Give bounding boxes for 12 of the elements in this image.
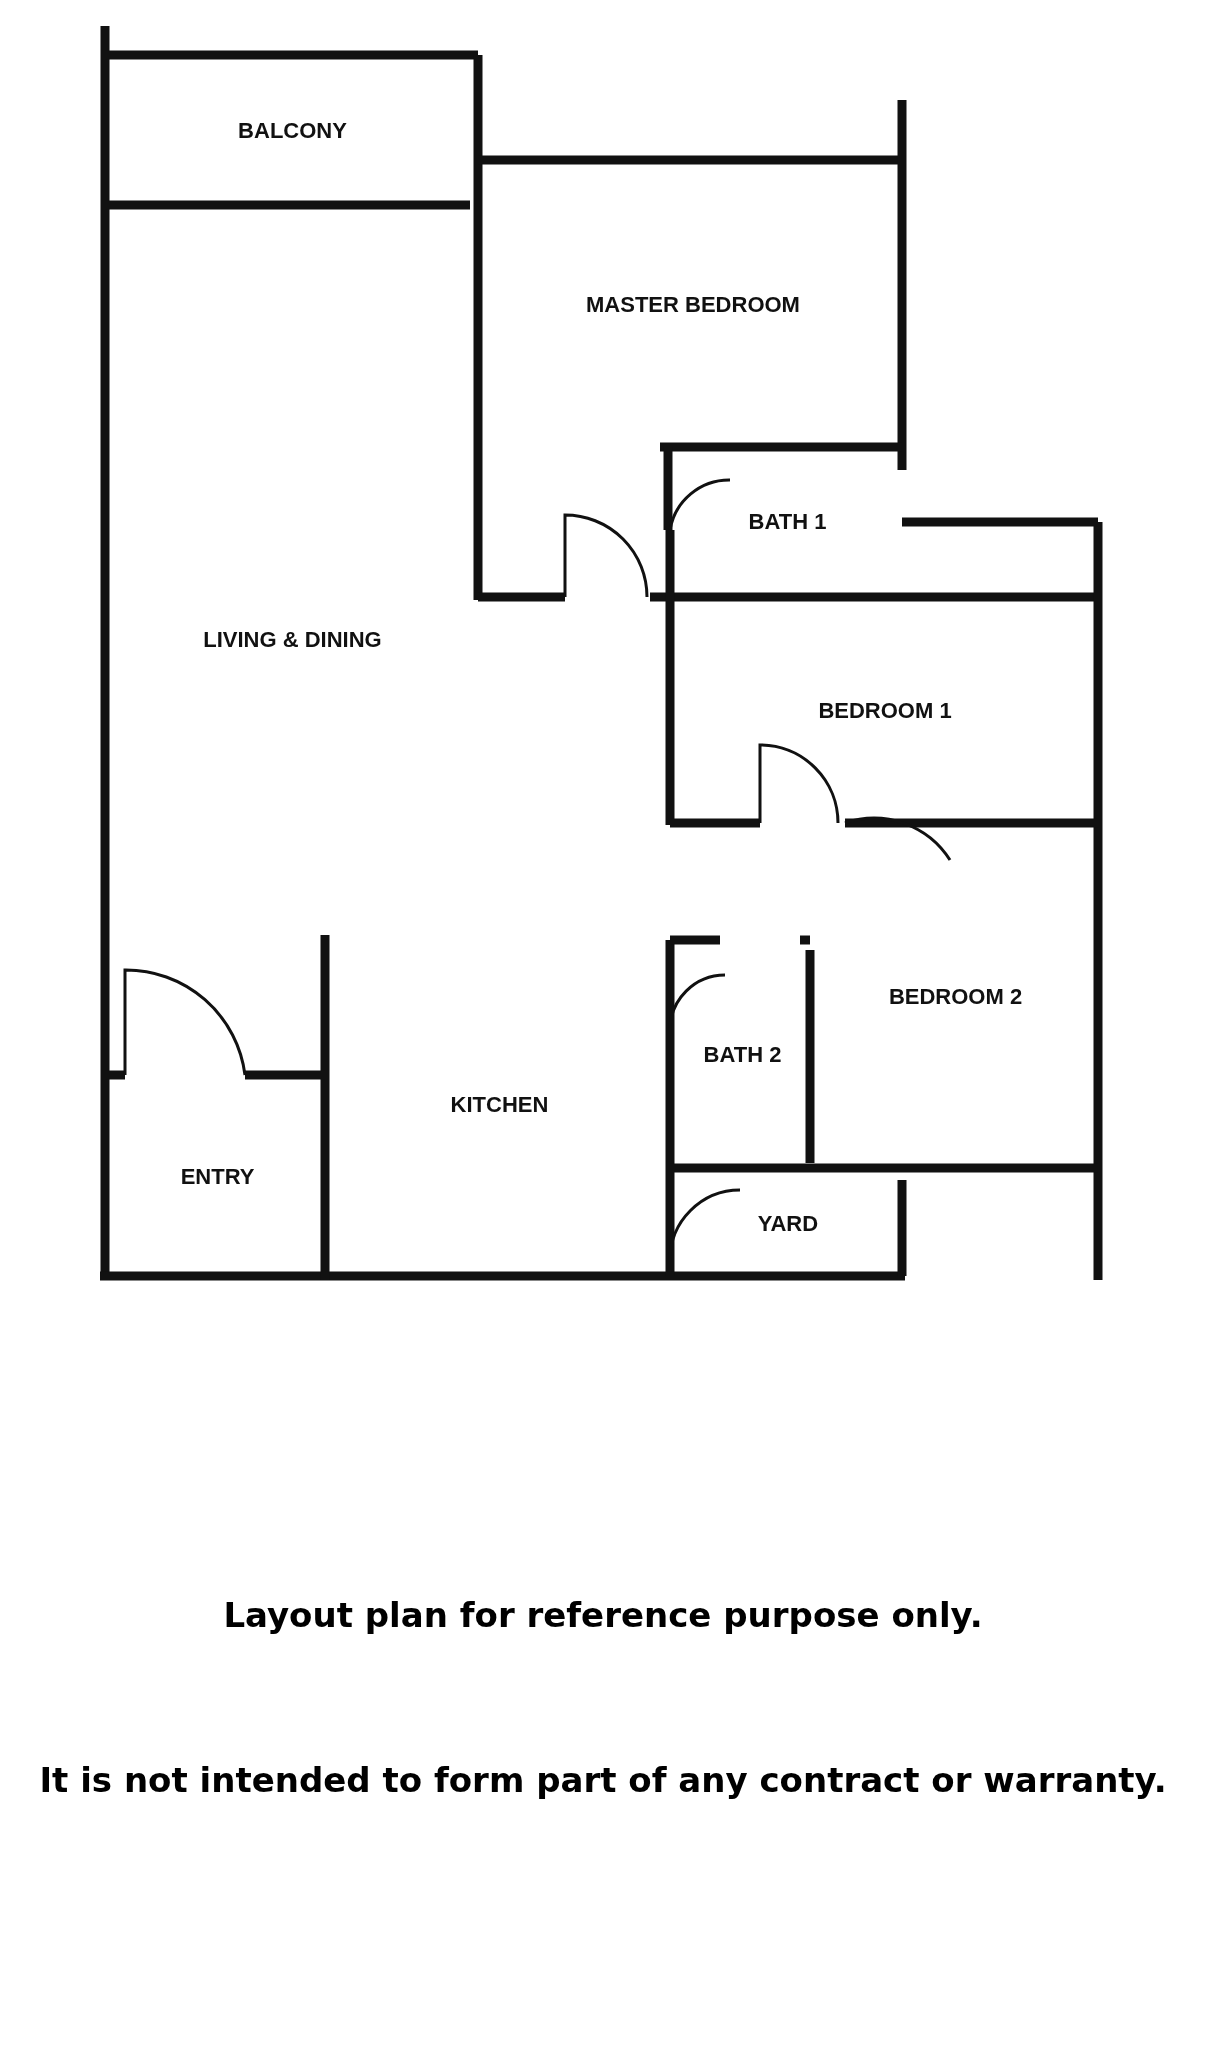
room-label: MASTER BEDROOM xyxy=(586,292,800,318)
room-label: BEDROOM 1 xyxy=(818,698,952,724)
room-label: BALCONY xyxy=(238,118,347,144)
room-label: BATH 2 xyxy=(703,1042,782,1068)
disclaimer-note: It is not intended to form part of any contract or warranty. xyxy=(39,1760,1167,1800)
room-label: KITCHEN xyxy=(450,1092,549,1118)
room-label: BEDROOM 2 xyxy=(888,984,1023,1010)
room-label: LIVING & DINING xyxy=(203,627,382,653)
room-label: ENTRY xyxy=(180,1164,255,1190)
room-label: YARD xyxy=(757,1211,819,1237)
room-label: BATH 1 xyxy=(748,510,827,535)
disclaimer-note: Layout plan for reference purpose only. xyxy=(223,1595,983,1635)
